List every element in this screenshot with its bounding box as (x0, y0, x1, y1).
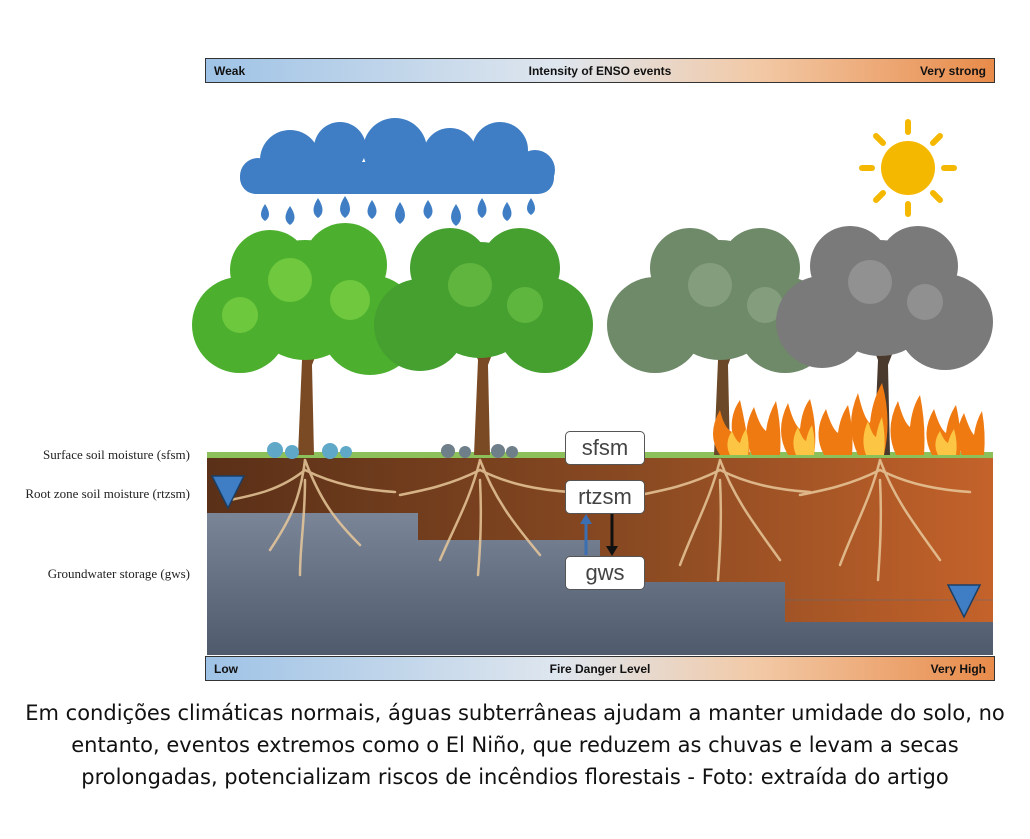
tree-roots (228, 458, 972, 582)
enso-bar-right-label: Very strong (919, 64, 986, 78)
rain-cloud-icon (240, 118, 555, 226)
box-gws: gws (565, 556, 645, 590)
box-sfsm: sfsm (565, 431, 645, 465)
fire-bar-right-label: Very High (930, 662, 986, 676)
tree-dead (776, 226, 993, 455)
box-rtzsm: rtzsm (565, 480, 645, 514)
enso-intensity-bar: Weak Intensity of ENSO events Very stron… (205, 58, 995, 83)
fire-bar-left-label: Low (214, 662, 238, 676)
flux-arrows (580, 514, 618, 556)
enso-bar-left-label: Weak (214, 64, 246, 78)
sun-icon (859, 119, 957, 217)
label-surface-soil-moisture: Surface soil moisture (sfsm) (43, 447, 190, 462)
label-groundwater-storage: Groundwater storage (gws) (47, 566, 190, 581)
photo-caption: Em condições climáticas normais, águas s… (25, 701, 1005, 789)
fire-danger-bar: Low Fire Danger Level Very High (205, 656, 995, 681)
tree-healthy-2 (374, 228, 593, 458)
flames-icon (713, 383, 985, 455)
fire-bar-title: Fire Danger Level (549, 662, 651, 676)
enso-bar-title: Intensity of ENSO events (528, 64, 672, 78)
label-root-zone-soil-moisture: Root zone soil moisture (rtzsm) (25, 486, 190, 501)
water-table-marker-icon (210, 475, 982, 619)
